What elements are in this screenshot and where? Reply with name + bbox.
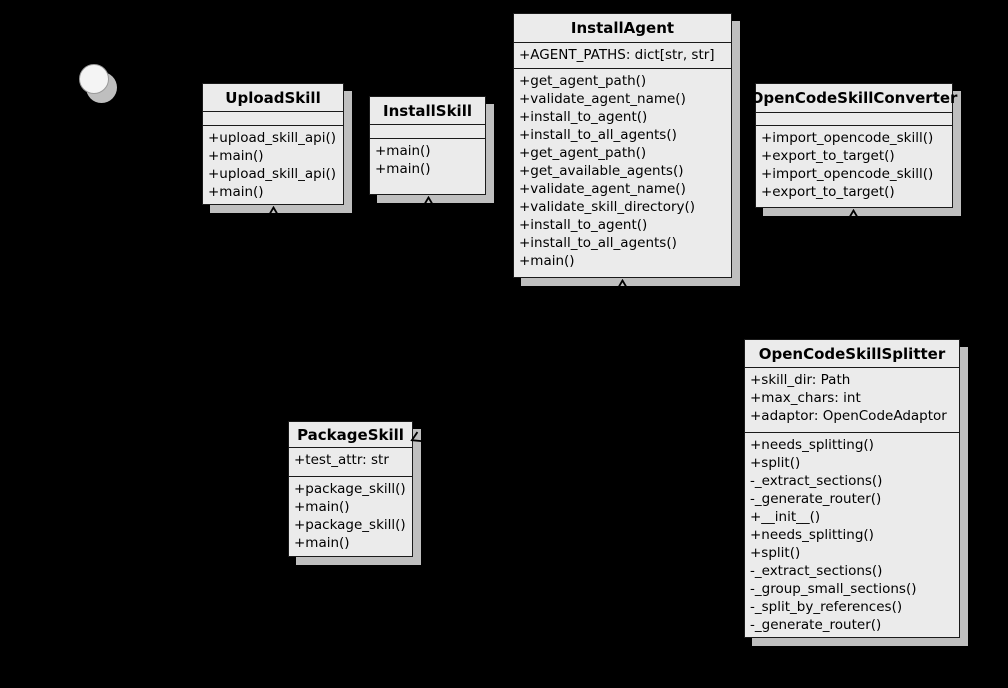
dependency-arrowhead-icon [410, 431, 422, 443]
method: -_generate_router() [750, 491, 882, 507]
class-attributes [203, 112, 343, 126]
class-uploadskill: UploadSkill +upload_skill_api()+main()+u… [202, 83, 344, 205]
method: +needs_splitting() [750, 437, 874, 453]
class-attributes: +AGENT_PATHS: dict[str, str] [514, 43, 731, 69]
method: -_extract_sections() [750, 563, 883, 579]
method: +package_skill() [294, 481, 406, 497]
method: +get_agent_path() [519, 145, 647, 161]
method: +install_to_agent() [519, 109, 648, 125]
method: -_extract_sections() [750, 473, 883, 489]
class-title: OpenCodeSkillSplitter [745, 340, 959, 368]
attribute: +AGENT_PATHS: dict[str, str] [519, 47, 715, 63]
class-attributes [756, 113, 952, 126]
method: +get_available_agents() [519, 163, 684, 179]
class-installskill: InstallSkill +main() +main() [369, 96, 486, 195]
class-installagent: InstallAgent +AGENT_PATHS: dict[str, str… [513, 13, 732, 278]
generalization-arrowhead-icon [267, 206, 280, 217]
method: +split() [750, 455, 801, 471]
class-opencodeskillconverter: OpenCodeSkillConverter +import_opencode_… [751, 83, 957, 208]
method: +package_skill() [294, 517, 406, 533]
method: +main() [294, 535, 350, 551]
method: +__init__() [750, 509, 821, 525]
method: +main() [208, 148, 264, 164]
class-packageskill: PackageSkill +test_attr: str +package_sk… [288, 421, 413, 557]
class-methods: +import_opencode_skill() +export_to_targe… [756, 126, 952, 207]
method: +upload_skill_api() [208, 130, 337, 146]
method: +install_to_all_agents() [519, 235, 677, 251]
method: -_split_by_references() [750, 599, 903, 615]
class-attributes: +skill_dir: Path +max_chars: int +adaptor:… [745, 368, 959, 433]
method: +import_opencode_skill() [761, 166, 934, 182]
class-title: OpenCodeSkillConverter [751, 84, 957, 113]
method: +export_to_target() [761, 184, 895, 200]
method: -_generate_router() [750, 617, 882, 633]
attribute: +skill_dir: Path [750, 372, 851, 388]
method: +main() [208, 184, 264, 200]
method: +needs_splitting() [750, 527, 874, 543]
class-attributes [370, 125, 485, 139]
attribute: +adaptor: OpenCodeAdaptor [750, 408, 947, 424]
class-methods: +package_skill() +main() +package_skill() +… [289, 477, 412, 556]
method: +main() [294, 499, 350, 515]
class-title: UploadSkill [203, 84, 343, 112]
class-title: InstallAgent [514, 14, 731, 43]
method: +get_agent_path() [519, 73, 647, 89]
class-methods: +upload_skill_api() +main() +upload_skill_… [203, 126, 343, 204]
method: -_group_small_sections() [750, 581, 917, 597]
method: +install_to_agent() [519, 217, 648, 233]
generalization-arrowhead-icon [422, 196, 435, 207]
method: +import_opencode_skill() [761, 130, 934, 146]
class-title: InstallSkill [370, 97, 485, 125]
generalization-arrowhead-icon [616, 279, 629, 290]
method: +upload_skill_api() [208, 166, 337, 182]
attribute: +test_attr: str [294, 452, 389, 468]
method: +validate_agent_name() [519, 91, 686, 107]
method: +main() [375, 143, 431, 159]
class-opencodeskillsplitter: OpenCodeSkillSplitter +skill_dir: Path +m… [744, 339, 960, 638]
method: +validate_skill_directory() [519, 199, 696, 215]
method: +install_to_all_agents() [519, 127, 677, 143]
class-methods: +get_agent_path() +validate_agent_name() +… [514, 69, 731, 277]
attribute: +max_chars: int [750, 390, 861, 406]
method: +export_to_target() [761, 148, 895, 164]
method: +main() [375, 161, 431, 177]
method: +split() [750, 545, 801, 561]
generalization-arrowhead-icon [847, 209, 860, 220]
class-attributes: +test_attr: str [289, 448, 412, 477]
method: +validate_agent_name() [519, 181, 686, 197]
class-methods: +main() +main() [370, 139, 485, 194]
circle-node-icon [79, 64, 109, 94]
class-title: PackageSkill [289, 422, 412, 448]
method: +main() [519, 253, 575, 269]
class-methods: +needs_splitting() +split() -_extract_sect… [745, 433, 959, 637]
